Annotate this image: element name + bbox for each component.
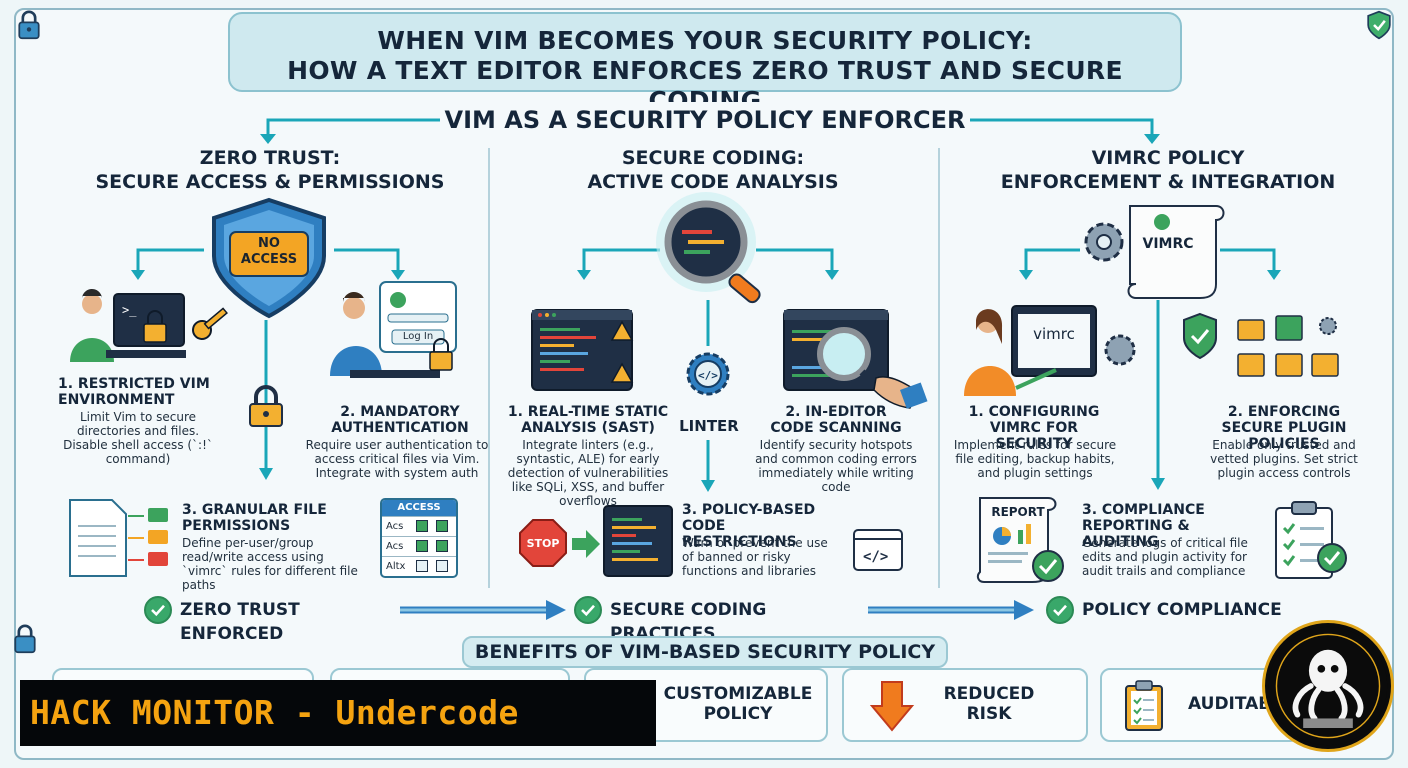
check-circle-icon bbox=[574, 596, 602, 624]
step-title: 2. IN-EDITOR CODE SCANNING bbox=[770, 404, 902, 436]
access-row-label: Acs bbox=[386, 521, 404, 532]
step-description: Enable only trusted and vetted plugins. … bbox=[1210, 438, 1358, 480]
file-permissions-icon bbox=[69, 499, 168, 577]
vimrc-connectors bbox=[1019, 248, 1281, 490]
report-label: REPORT bbox=[991, 505, 1045, 519]
benefit-label: REDUCED RISK bbox=[943, 684, 1035, 724]
checkbox-icon bbox=[436, 540, 448, 552]
octopus-logo-icon bbox=[1262, 620, 1394, 752]
step-title: 1. CONFIGURING VIMRC FOR SECURITY bbox=[968, 404, 1100, 452]
benefit-label: CUSTOMIZABLE POLICY bbox=[663, 684, 813, 724]
step-description: Limit Vim to secure directories and file… bbox=[63, 410, 213, 466]
checkbox-icon bbox=[436, 520, 448, 532]
checkbox-icon bbox=[416, 560, 428, 572]
access-table-row: Acs bbox=[382, 536, 456, 556]
title-banner: WHEN VIM BECOMES YOUR SECURITY POLICY: H… bbox=[228, 12, 1182, 115]
zero-trust-connectors bbox=[131, 248, 405, 480]
step-description: Integrate linters (e.g., syntastic, ALE)… bbox=[507, 438, 669, 508]
stop-sign-icon bbox=[519, 519, 567, 567]
person-configuring-icon bbox=[964, 305, 1136, 396]
step-title: 3. COMPLIANCE REPORTING & AUDITING bbox=[1082, 502, 1205, 550]
login-button-label: Log In bbox=[402, 331, 434, 342]
outcome-policy-compliance: POLICY COMPLIANCE bbox=[1082, 600, 1282, 620]
linter-gear-icon: </> bbox=[686, 352, 730, 396]
magnifier-icon bbox=[656, 192, 761, 304]
code-scanning-icon bbox=[783, 309, 928, 409]
checkbox-icon bbox=[416, 540, 428, 552]
outcome-zero-trust: ZERO TRUST ENFORCED bbox=[180, 600, 300, 644]
column-divider bbox=[488, 148, 490, 588]
restricted-code-icon bbox=[572, 505, 673, 577]
column-title-line: VIMRC POLICY bbox=[1091, 147, 1245, 169]
clipboard-check-icon bbox=[1275, 501, 1347, 579]
column-title-secure-coding: SECURE CODING: ACTIVE CODE ANALYSIS bbox=[510, 146, 916, 194]
code-window-warning-icon bbox=[531, 309, 634, 391]
check-circle-icon bbox=[144, 596, 172, 624]
svg-text:>_: >_ bbox=[122, 303, 137, 317]
report-icon bbox=[976, 497, 1064, 583]
column-title-line: ZERO TRUST: bbox=[199, 147, 341, 169]
benefit-label: AUDITAB bbox=[1188, 694, 1272, 714]
step-description: Identify security hotspots and common co… bbox=[755, 438, 917, 494]
stop-sign-label: STOP bbox=[526, 537, 560, 550]
authentication-icon bbox=[330, 281, 457, 378]
no-access-badge: NO ACCESS bbox=[230, 236, 308, 268]
down-arrow-icon bbox=[869, 681, 915, 732]
column-divider bbox=[938, 148, 940, 588]
checkbox-icon bbox=[436, 560, 448, 572]
step-description: Define per-user/group read/write access … bbox=[182, 536, 358, 592]
access-table-row: Acs bbox=[382, 516, 456, 536]
connectors-secure-coding bbox=[577, 248, 839, 492]
check-circle-icon bbox=[1046, 596, 1074, 624]
plugin-folders-icon bbox=[1183, 312, 1339, 377]
column-title-line: ENFORCEMENT & INTEGRATION bbox=[1000, 171, 1336, 193]
code-browser-icon: </> bbox=[853, 529, 903, 571]
title-line-1: WHEN VIM BECOMES YOUR SECURITY POLICY: bbox=[377, 26, 1033, 55]
column-title-vimrc-policy: VIMRC POLICY ENFORCEMENT & INTEGRATION bbox=[958, 146, 1378, 194]
shield-text: NO bbox=[258, 236, 280, 251]
access-table: ACCESS Acs Acs Altx bbox=[380, 498, 458, 578]
access-table-row: Altx bbox=[382, 556, 456, 576]
step-description: Require user authentication to access cr… bbox=[305, 438, 489, 480]
access-row-label: Acs bbox=[386, 541, 404, 552]
padlock-icon bbox=[249, 385, 283, 427]
step-title: 3. POLICY-BASED CODE RESTRICTIONS bbox=[682, 502, 816, 550]
checkbox-icon bbox=[416, 520, 428, 532]
restricted-terminal-icon: >_ bbox=[70, 288, 228, 362]
section-arrows bbox=[260, 118, 1160, 144]
step-title: 1. RESTRICTED VIM ENVIRONMENT bbox=[58, 376, 210, 408]
vimrc-screen-label: vimrc bbox=[1033, 325, 1075, 343]
shield-icon bbox=[212, 197, 326, 319]
shield-check-icon bbox=[1367, 10, 1391, 40]
access-row-label: Altx bbox=[386, 561, 406, 572]
access-table-header: ACCESS bbox=[382, 500, 456, 516]
step-title: 2. ENFORCING SECURE PLUGIN POLICIES bbox=[1221, 404, 1347, 452]
benefit-card-reduced-risk: REDUCED RISK bbox=[842, 668, 1088, 742]
step-description: Warn or prevent the use of banned or ris… bbox=[682, 536, 828, 578]
step-description: Implement rules for secure file editing,… bbox=[953, 438, 1117, 480]
lock-icon bbox=[14, 624, 36, 654]
vimrc-scroll-icon bbox=[1084, 205, 1225, 299]
linter-label: LINTER bbox=[679, 417, 739, 435]
step-description: Generate logs of critical file edits and… bbox=[1082, 536, 1248, 578]
column-title-line: SECURE ACCESS & PERMISSIONS bbox=[95, 171, 445, 193]
clipboard-icon bbox=[1125, 680, 1163, 731]
step-title: 1. REAL-TIME STATIC ANALYSIS (SAST) bbox=[507, 404, 669, 436]
svg-text:</>: </> bbox=[863, 549, 888, 565]
watermark-banner: HACK MONITOR - Undercode bbox=[20, 680, 656, 746]
column-title-line: ACTIVE CODE ANALYSIS bbox=[587, 171, 839, 193]
step-title: 2. MANDATORY AUTHENTICATION bbox=[331, 404, 469, 436]
lock-icon bbox=[18, 10, 40, 40]
shield-text: ACCESS bbox=[240, 252, 298, 267]
step-title: 3. GRANULAR FILE PERMISSIONS bbox=[182, 502, 327, 534]
svg-text:</>: </> bbox=[698, 369, 718, 382]
section-header: VIM AS A SECURITY POLICY ENFORCER bbox=[440, 102, 970, 138]
column-title-line: SECURE CODING: bbox=[621, 147, 805, 169]
benefits-header: BENEFITS OF VIM-BASED SECURITY POLICY bbox=[462, 636, 948, 668]
outcome-arrows bbox=[400, 600, 1034, 620]
vimrc-scroll-label: VIMRC bbox=[1142, 236, 1194, 252]
column-title-zero-trust: ZERO TRUST: SECURE ACCESS & PERMISSIONS bbox=[70, 146, 470, 194]
